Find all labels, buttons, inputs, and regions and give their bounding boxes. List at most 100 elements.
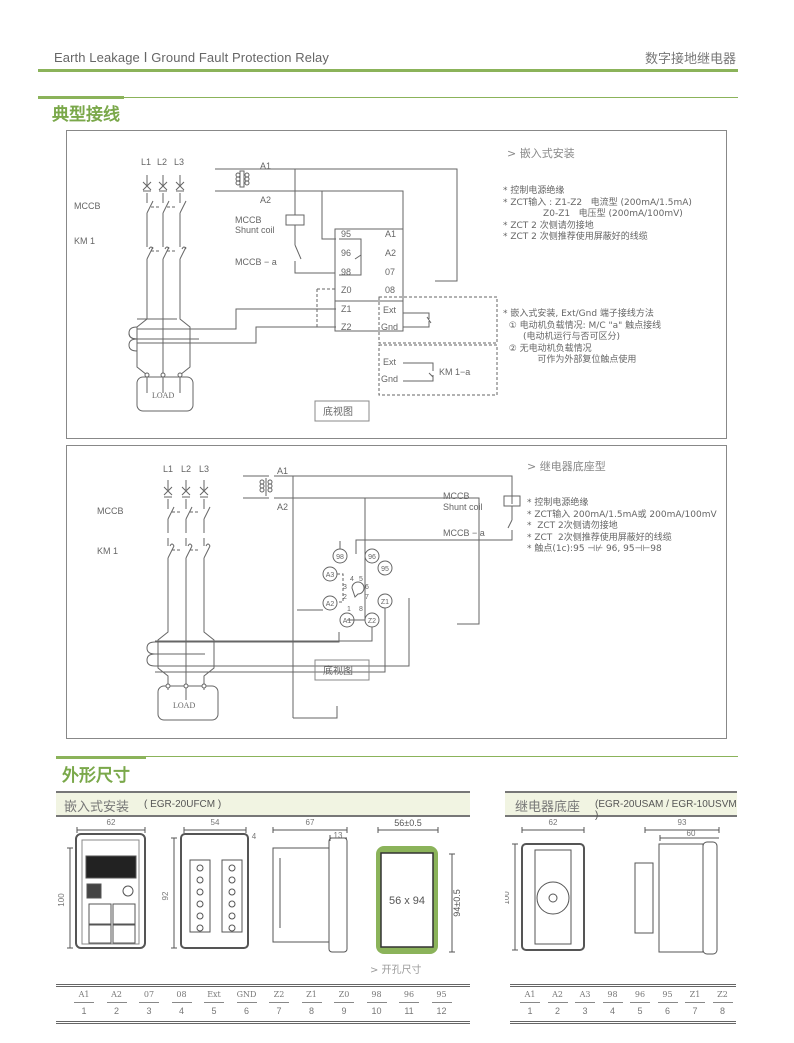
pin-z2: Z2: [368, 618, 376, 625]
terminal-z2: Z2: [341, 322, 352, 332]
terminal-number: 5: [637, 1006, 643, 1016]
wiring-schematic-embedded: L1 L2 L3 MCCB KM 1 A1 A2 MCCB Shunt coil…: [74, 157, 498, 422]
terminal-gnd-2: Gnd: [381, 374, 398, 384]
terminal-divider: [236, 1002, 257, 1003]
pin-z1: Z1: [381, 599, 389, 606]
wiring-schematic-socket: L1 L2 L3 MCCB KM 1 A1 A2 MCCB Shunt coil…: [97, 464, 521, 721]
terminal-name: A2: [552, 990, 563, 999]
terminal-number: 7: [692, 1006, 698, 1016]
note-heading-socket: > 继电器底座型: [527, 460, 606, 473]
bottom-view-label: 底视图: [323, 664, 353, 677]
socket-pin-4: 4: [350, 576, 354, 583]
terminal-07: 07: [385, 267, 395, 277]
terminal-divider: [366, 1002, 387, 1003]
terminal-z1: Z1: [341, 304, 352, 314]
terminal-divider: [204, 1002, 224, 1003]
terminal-divider: [301, 1002, 322, 1003]
terminal-number: 3: [146, 1006, 152, 1016]
terminal-divider: [334, 1002, 354, 1003]
dim-front-height: 100: [57, 893, 66, 907]
terminal-name: GND: [236, 990, 257, 999]
note-line: * 控制电源绝缘: [527, 498, 589, 508]
note-line: * ZCT 2 次侧请勿接地: [503, 220, 594, 231]
note-line: * ZCT输入 200mA/1.5mA或 200mA/100mV: [527, 509, 717, 520]
label-mccb: MCCB: [74, 201, 101, 211]
header-divider: [38, 69, 738, 72]
dim-side-depth: 13: [334, 831, 343, 840]
terminal-number: 4: [178, 1006, 184, 1016]
label-a2: A2: [277, 502, 288, 512]
wiring-diagram-embedded: L1 L2 L3 MCCB KM 1 A1 A2 MCCB Shunt coil…: [66, 130, 727, 439]
label-mccb-a: MCCB − a: [235, 257, 277, 267]
key-set: SET: [119, 932, 129, 938]
terminal-divider: [657, 1002, 678, 1003]
terminal-divider: [269, 1002, 289, 1003]
pin-a1: A1: [343, 618, 352, 625]
terminal-cell: 07 3: [135, 990, 163, 1016]
terminal-number: 5: [211, 1006, 217, 1016]
terminal-name: 07: [143, 990, 155, 999]
terminal-number: 2: [113, 1006, 119, 1016]
terminal-name: 08: [176, 990, 187, 999]
label-a1: A1: [260, 161, 271, 171]
terminal-name: A1: [524, 990, 536, 999]
terminal-number: 2: [554, 1006, 560, 1016]
dim-socket-side-depth: 60: [687, 829, 696, 838]
terminal-name: Z0: [338, 990, 350, 999]
terminal-ext-1: Ext: [383, 305, 397, 315]
label-km1: KM 1: [74, 236, 95, 246]
wiring-diagram-socket: L1 L2 L3 MCCB KM 1 A1 A2 MCCB Shunt coil…: [66, 445, 727, 739]
terminal-divider: [602, 1002, 623, 1003]
label-l1: L1: [141, 157, 151, 167]
dim-socket-side-width: 93: [678, 818, 687, 827]
dim-socket-front-width: 62: [549, 818, 558, 827]
label-a1: A1: [277, 466, 288, 476]
note-line: * ZCT输入 : Z1-Z2 电流型 (200mA/1.5mA): [503, 197, 692, 208]
socket-pin-5: 5: [359, 576, 363, 583]
pin-96: 96: [368, 554, 376, 561]
terminal-divider: [575, 1002, 595, 1003]
label-shunt-1: MCCB: [235, 215, 262, 225]
terminal-z0: Z0: [341, 285, 352, 295]
terminal-ext-2: Ext: [383, 357, 397, 367]
terminal-08: 08: [385, 285, 395, 295]
label-km1-a: KM 1−a: [439, 367, 470, 377]
section-divider: [56, 756, 738, 757]
label-l3: L3: [199, 464, 209, 474]
note-line: 可作为外部复位触点使用: [503, 355, 637, 365]
terminal-name: 96: [403, 990, 415, 999]
header-title-en: Earth Leakage Ⅰ Ground Fault Protection …: [54, 50, 329, 65]
dim-side-width: 67: [306, 818, 315, 827]
terminal-number: 10: [371, 1006, 382, 1016]
terminal-divider: [630, 1002, 650, 1003]
terminal-name: 96: [634, 990, 646, 999]
note-line: * ZCT 2 次侧推荐使用屏蔽好的线缆: [503, 232, 648, 242]
note-line: * 控制电源绝缘: [503, 186, 565, 196]
note-line: * 触点(1c):95 ⊣⊬ 96, 95⊣⊢98: [527, 544, 662, 554]
pin-95: 95: [381, 566, 389, 573]
label-shunt-2: Shunt coil: [443, 502, 483, 512]
section-accent-bar: [56, 756, 146, 759]
terminal-divider: [171, 1002, 192, 1003]
subheader-socket-title: 继电器底座: [515, 800, 581, 815]
notes-embedded: * 控制电源绝缘 * ZCT输入 : Z1-Z2 电流型 (200mA/1.5m…: [503, 186, 692, 244]
notes-ext-gnd: * 嵌入式安装, Ext/Gnd 端子接线方法 ① 电动机负载情况: M/C "…: [503, 309, 661, 367]
socket-pin-3: 3: [343, 584, 347, 591]
terminal-divider: [712, 1002, 733, 1003]
terminal-name: 95: [662, 990, 673, 999]
dim-socket-front-height: 100: [505, 891, 511, 905]
terminal-a2: A2: [385, 248, 396, 258]
terminal-divider: [399, 1002, 419, 1003]
terminal-number: 6: [664, 1006, 670, 1016]
terminal-name: Z1: [306, 990, 317, 999]
load-label: LOAD: [152, 391, 174, 400]
label-l2: L2: [181, 464, 191, 474]
cutout-size-label: 56 x 94: [389, 895, 425, 907]
terminal-name: 98: [607, 990, 618, 999]
socket-pin-1: 1: [347, 606, 351, 613]
